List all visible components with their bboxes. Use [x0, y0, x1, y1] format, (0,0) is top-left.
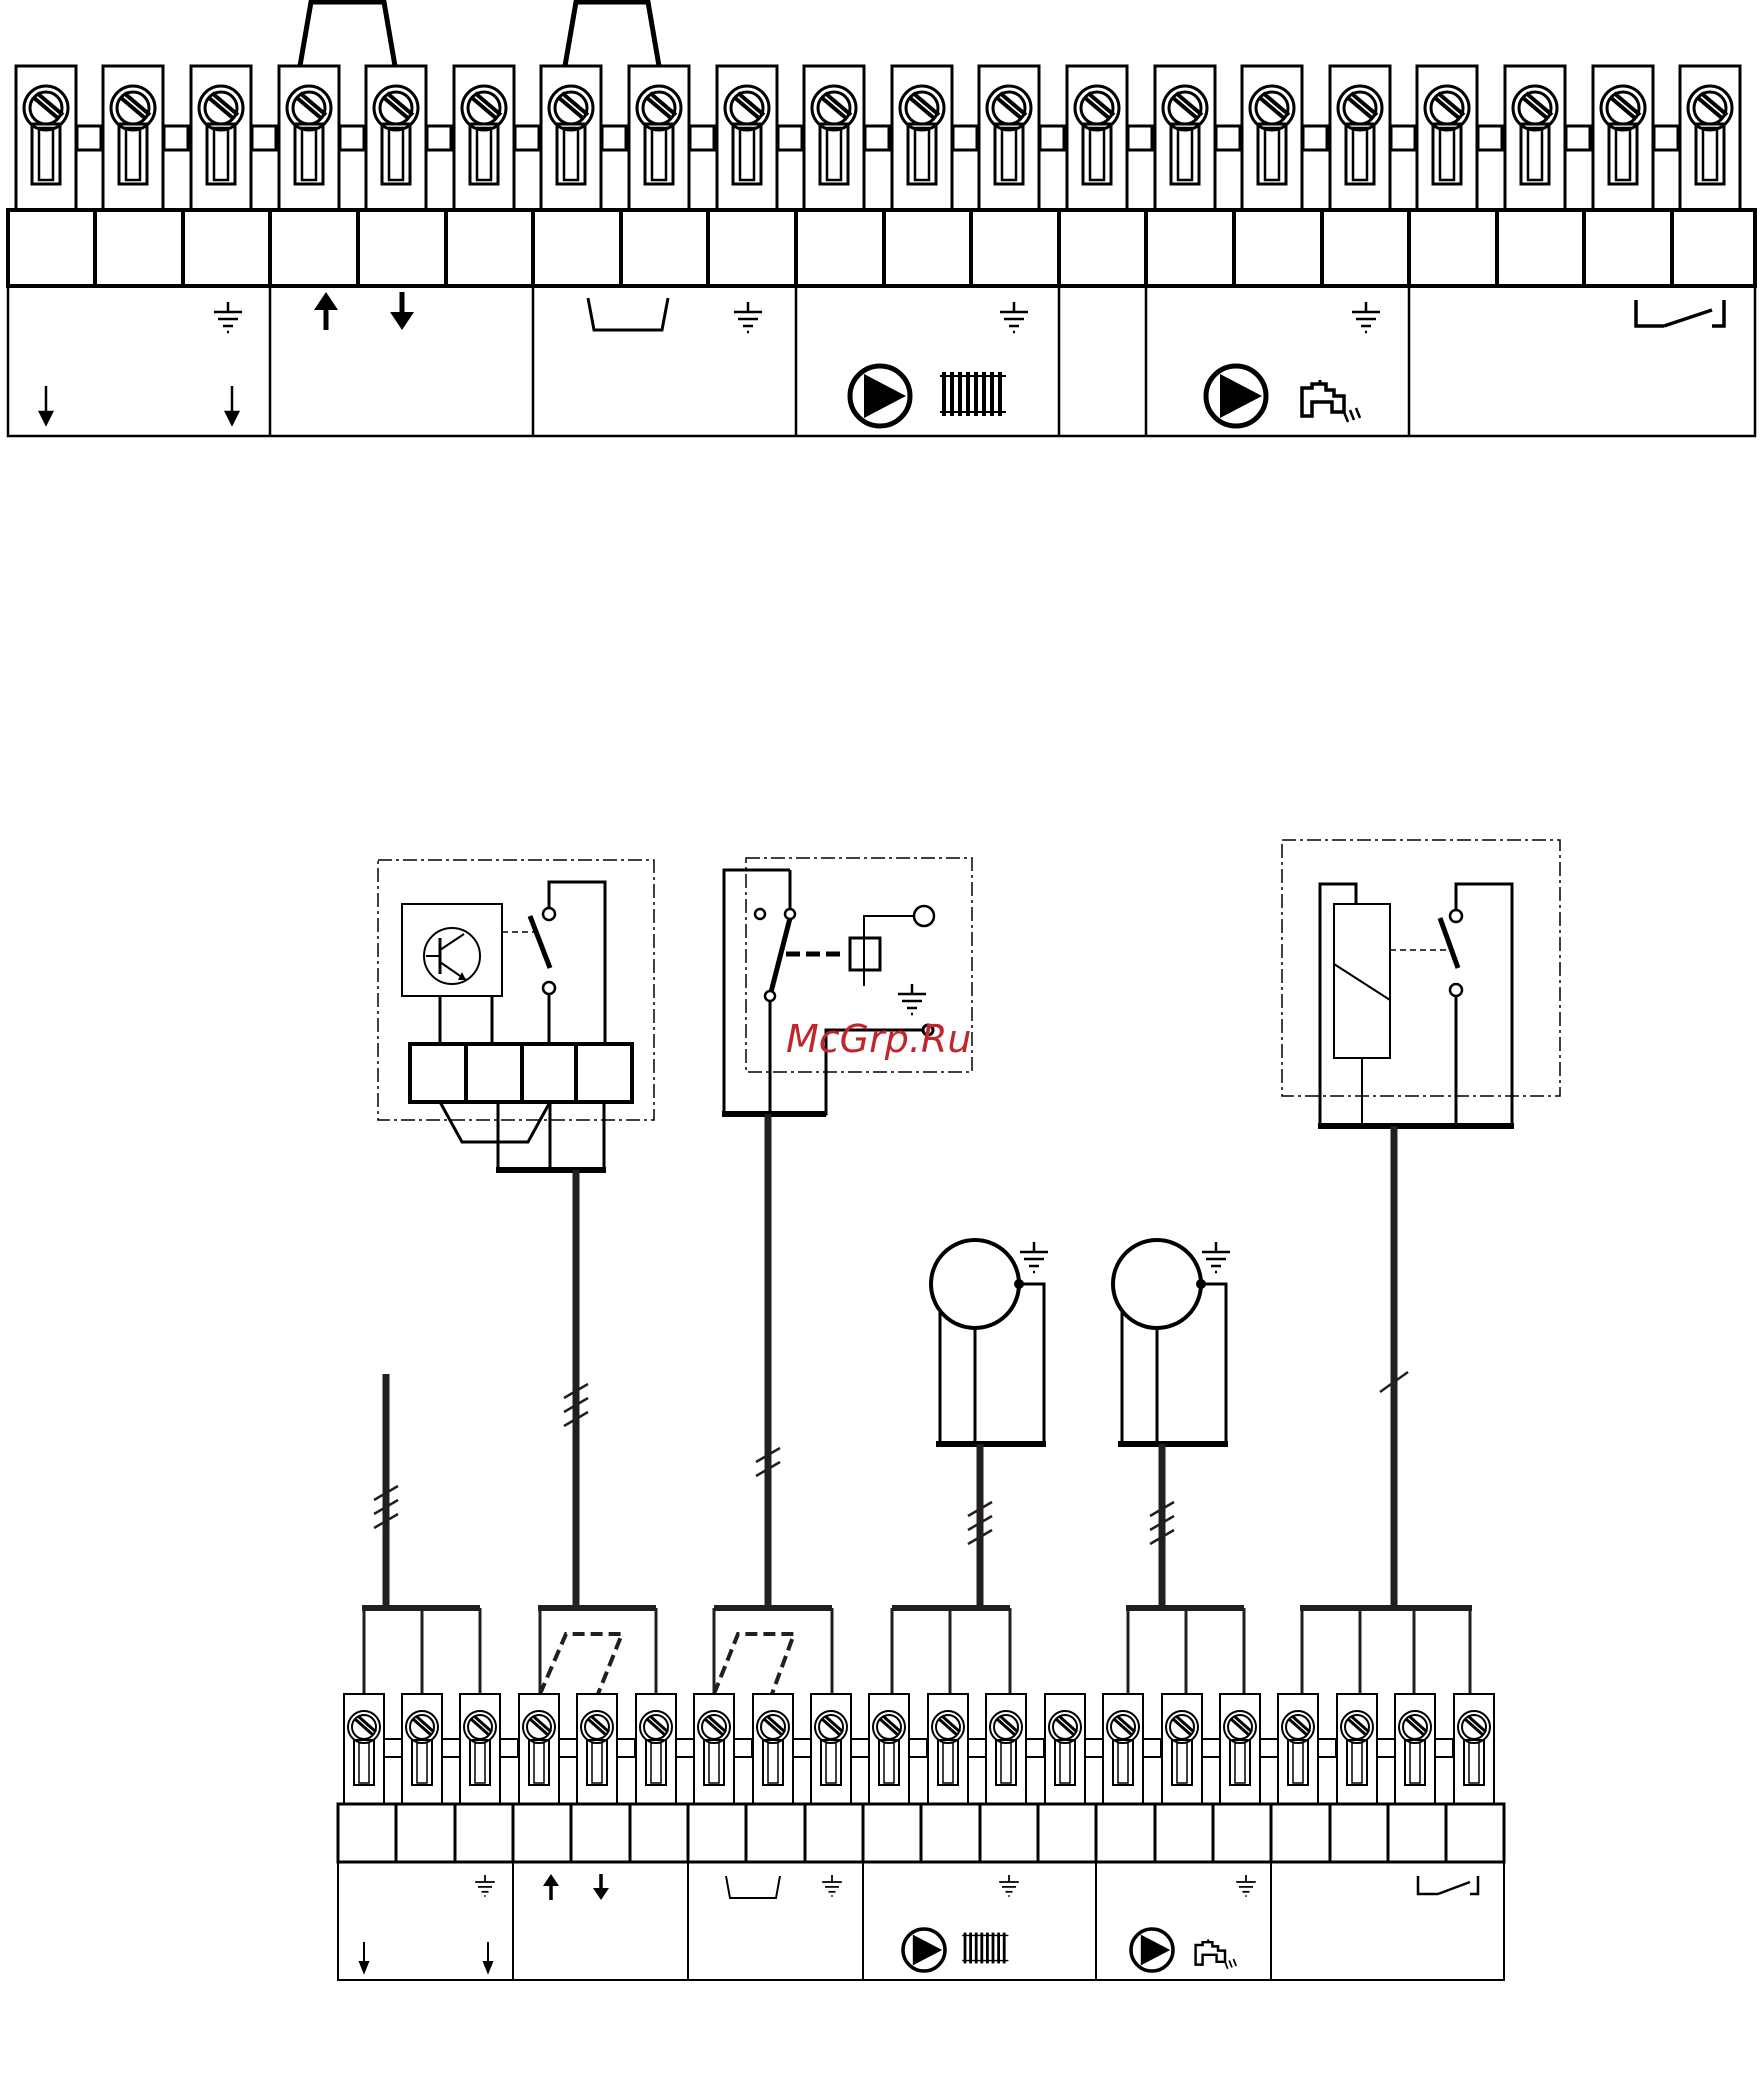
top-terminal-11 — [892, 66, 952, 211]
arrow-up-icon — [543, 1874, 559, 1900]
top-terminal-17 — [1417, 66, 1477, 211]
bottom-terminal-5 — [577, 1694, 617, 1804]
earth-icon — [734, 302, 762, 332]
jumper-link — [300, 2, 395, 66]
top-terminal-7 — [541, 66, 601, 211]
bottom-terminal-1 — [344, 1694, 384, 1804]
bridge-icon — [588, 298, 668, 330]
top-terminal-8 — [629, 66, 689, 211]
bottom-terminal-19 — [1395, 1694, 1435, 1804]
bottom-terminal-7 — [694, 1694, 734, 1804]
top-label-panel — [8, 286, 1755, 436]
earth-icon — [822, 1875, 842, 1896]
top-terminal-6 — [454, 66, 514, 211]
radiator-icon — [962, 1933, 1008, 1964]
top-terminal-19 — [1593, 66, 1653, 211]
bottom-terminal-18 — [1337, 1694, 1377, 1804]
bottom-terminal-12 — [986, 1694, 1026, 1804]
heating-pump-motor — [931, 1240, 1048, 1444]
bottom-terminal-17 — [1278, 1694, 1318, 1804]
top-terminal-4 — [279, 66, 339, 211]
dhw-pump-motor — [1113, 1240, 1230, 1444]
top-terminal-14 — [1155, 66, 1215, 211]
radiator-icon — [940, 372, 1006, 416]
bottom-terminal-3 — [460, 1694, 500, 1804]
room-thermostat-module — [378, 860, 654, 1170]
arrow-down-icon — [40, 386, 52, 424]
jumper-link — [565, 2, 659, 66]
arrow-down-icon — [593, 1874, 609, 1900]
top-terminal-3 — [191, 66, 251, 211]
earth-icon — [1236, 1875, 1256, 1896]
pump-icon — [903, 1929, 945, 1971]
tap-icon — [1302, 380, 1360, 422]
top-terminal-9 — [717, 66, 777, 211]
watermark: McGrp.Ru — [786, 1017, 971, 1061]
earth-icon — [1352, 302, 1380, 332]
top-terminal-2 — [103, 66, 163, 211]
arrow-down-icon — [484, 1942, 492, 1972]
top-terminal-15 — [1242, 66, 1302, 211]
external-device — [1282, 840, 1560, 1126]
top-terminal-16 — [1330, 66, 1390, 211]
top-terminal-20 — [1680, 66, 1740, 211]
bottom-terminal-6 — [636, 1694, 676, 1804]
bottom-terminal-4 — [519, 1694, 559, 1804]
earth-icon — [999, 1875, 1019, 1896]
bottom-terminal-13 — [1045, 1694, 1085, 1804]
bottom-terminal-20 — [1454, 1694, 1494, 1804]
pump-icon — [850, 366, 910, 426]
cables — [374, 1114, 1408, 1608]
bottom-terminal-2 — [402, 1694, 442, 1804]
earth-icon — [475, 1875, 495, 1896]
top-terminal-5 — [366, 66, 426, 211]
arrow-down-icon — [390, 292, 414, 330]
arrow-down-icon — [226, 386, 238, 424]
tap-icon — [1196, 1939, 1237, 1968]
top-terminal-strip — [8, 2, 1755, 436]
pump-icon — [1131, 1929, 1173, 1971]
bottom-terminal-16 — [1220, 1694, 1260, 1804]
bottom-terminal-9 — [811, 1694, 851, 1804]
earth-icon — [1000, 302, 1028, 332]
bottom-label-panel — [338, 1862, 1504, 1980]
top-terminal-13 — [1067, 66, 1127, 211]
cable-fanout — [362, 1608, 1472, 1694]
top-terminal-10 — [804, 66, 864, 211]
top-terminal-12 — [979, 66, 1039, 211]
bottom-terminal-14 — [1103, 1694, 1143, 1804]
switch-contact-icon — [1636, 300, 1724, 326]
top-terminal-18 — [1505, 66, 1565, 211]
arrow-down-icon — [360, 1942, 368, 1972]
earth-icon — [214, 302, 242, 332]
top-terminal-1 — [16, 66, 76, 211]
arrow-up-icon — [314, 292, 338, 330]
thermostat-relay — [722, 858, 972, 1114]
bottom-terminal-strip — [338, 1694, 1504, 1980]
pump-icon — [1206, 366, 1266, 426]
bottom-terminal-11 — [928, 1694, 968, 1804]
bottom-terminal-15 — [1162, 1694, 1202, 1804]
switch-contact-icon — [1418, 1876, 1478, 1894]
bottom-terminal-8 — [753, 1694, 793, 1804]
bottom-terminal-10 — [869, 1694, 909, 1804]
bridge-icon — [726, 1876, 780, 1898]
